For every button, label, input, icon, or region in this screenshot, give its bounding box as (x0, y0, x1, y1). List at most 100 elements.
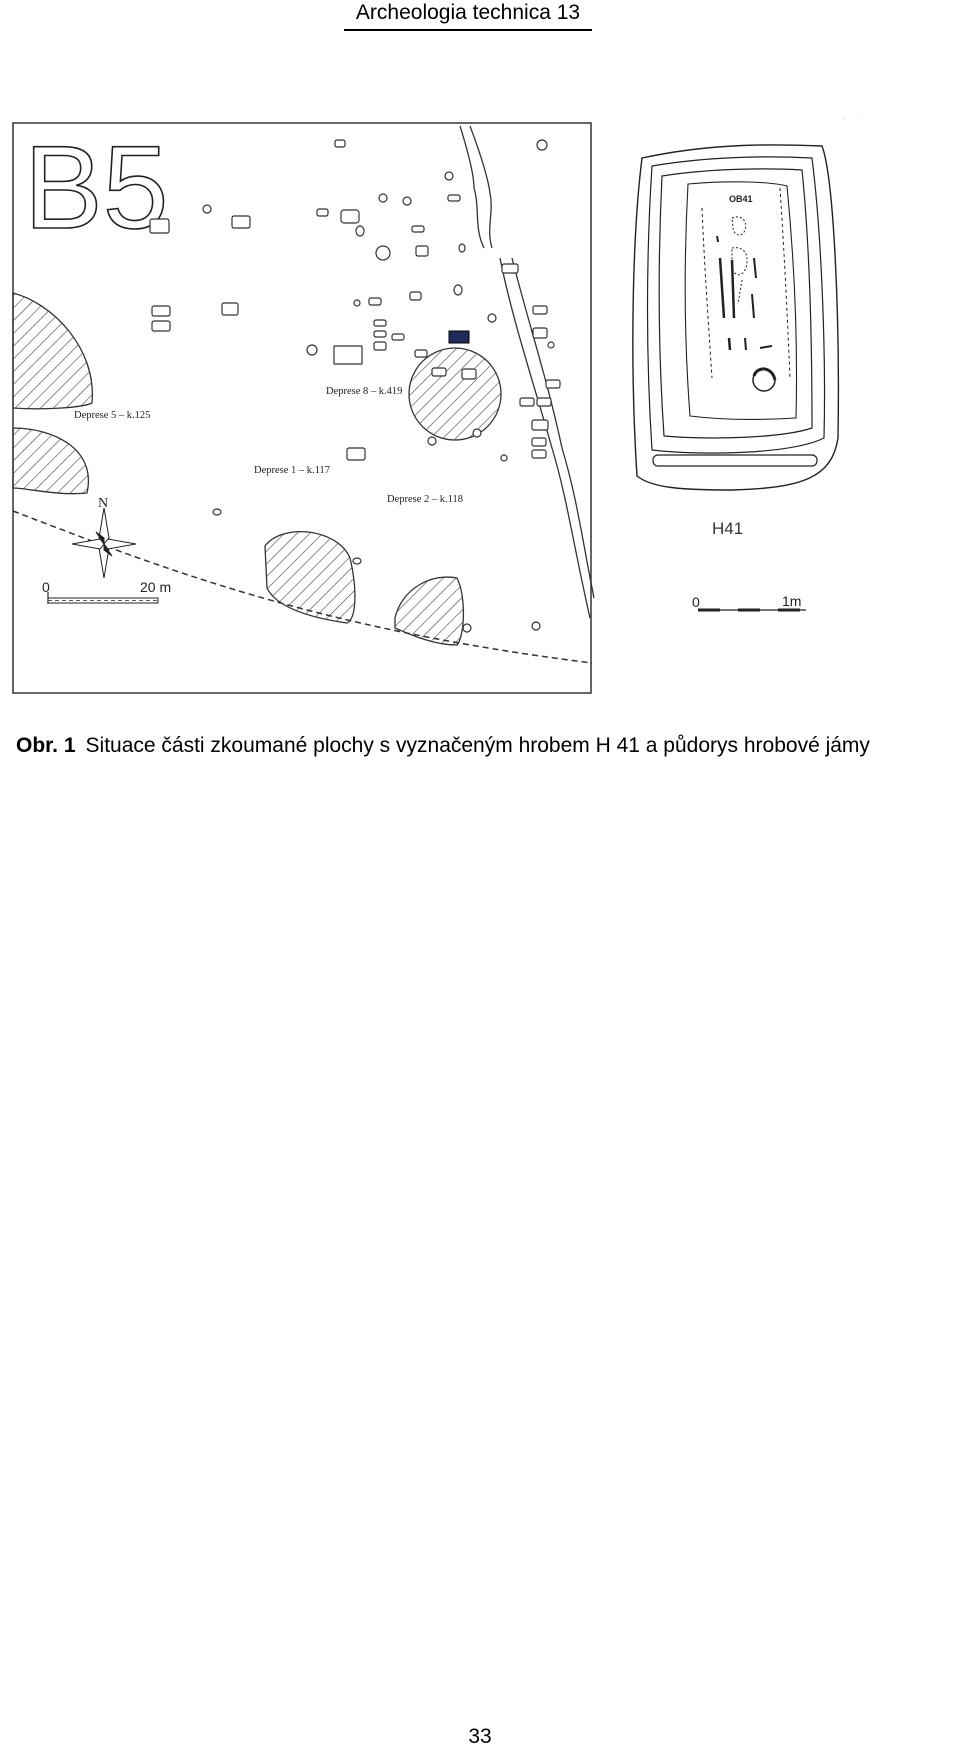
feature (532, 305, 548, 315)
feature (453, 284, 463, 296)
scale-right-end: 1m (782, 593, 801, 609)
feature (346, 447, 366, 461)
feature (355, 225, 365, 237)
feature (151, 305, 171, 317)
feature (458, 243, 466, 253)
feature (519, 397, 535, 407)
north-label: N (98, 496, 108, 511)
bone (753, 257, 757, 279)
feature (402, 196, 412, 206)
feature (391, 333, 405, 341)
grave-outline-2 (646, 156, 826, 454)
depression-5-north (12, 292, 93, 410)
stream-line (499, 257, 591, 619)
bone (730, 259, 736, 319)
feature (472, 428, 482, 438)
feature (373, 341, 387, 351)
arrow-shade (95, 531, 105, 546)
depression-label: Deprese 8 – k.419 (326, 386, 402, 397)
features (149, 139, 561, 633)
running-header: Archeologia technica 13 (0, 0, 960, 31)
feature (378, 193, 388, 203)
grave-inner-label: OB41 (729, 194, 753, 204)
feature (501, 263, 519, 274)
feature (487, 313, 497, 323)
depression-label: Deprese 1 – k.117 (254, 465, 330, 476)
feature (415, 245, 429, 257)
feature (500, 454, 508, 462)
feature (353, 299, 361, 307)
feature (461, 368, 477, 380)
caption-prefix: Obr. 1 (16, 734, 76, 757)
grave-sill (652, 454, 818, 467)
feature (547, 341, 555, 349)
depression-1 (264, 531, 356, 624)
feature (221, 302, 239, 316)
scale-bar-right: 0 1m (692, 593, 806, 612)
south-label: S (855, 118, 870, 119)
bone (716, 235, 719, 243)
page-number: 33 (468, 1725, 492, 1748)
feature (545, 379, 561, 389)
feature (340, 209, 360, 224)
grave-plan: S (632, 118, 870, 612)
grave-outline-inner (684, 181, 798, 420)
caption-text: Situace části zkoumané plochy s vyznačen… (85, 734, 870, 757)
depression-label: Deprese 2 – k.118 (387, 494, 463, 505)
stream-line (469, 125, 493, 249)
grave-h41-marker (448, 330, 470, 344)
bone (718, 257, 726, 319)
feature (531, 621, 541, 631)
skull (731, 216, 747, 236)
grave-outline-3 (658, 168, 813, 439)
depression-8 (408, 347, 502, 441)
figure-caption: Obr. 1 Situace části zkoumané plochy s vy… (16, 733, 870, 759)
feature (462, 623, 472, 633)
feature (414, 349, 428, 358)
feature (409, 291, 422, 301)
trace-line (701, 207, 713, 379)
scale-bar-left: 0 20 m (42, 579, 171, 604)
figure-svg: B5 (12, 118, 870, 694)
feature (149, 218, 170, 234)
stream-line (511, 257, 595, 599)
feature (373, 330, 387, 338)
site-map: B5 (12, 121, 595, 694)
vessel-rim (752, 367, 777, 381)
bone (751, 293, 755, 319)
excavation-figure: B5 (12, 118, 957, 718)
skeleton (701, 187, 791, 379)
feature (231, 215, 251, 229)
bone (759, 345, 773, 349)
journal-title: Archeologia technica 13 (343, 0, 593, 31)
feature (444, 171, 454, 181)
depression-5-south (12, 427, 90, 495)
north-arrow: N (71, 496, 137, 579)
scale-left-start: 0 (42, 579, 50, 595)
bone (737, 279, 743, 305)
depression-label: Deprese 5 – k.125 (74, 410, 150, 421)
feature (536, 397, 552, 407)
stream-line (459, 125, 485, 249)
feature (333, 345, 363, 365)
feature (202, 204, 212, 214)
site-label: B5 (24, 122, 168, 254)
feature (411, 225, 425, 233)
feature (536, 139, 548, 151)
feature (352, 557, 362, 565)
feature (431, 367, 447, 377)
trace-line (779, 187, 791, 379)
feature (531, 449, 547, 459)
feature (316, 208, 329, 217)
feature (447, 194, 461, 202)
grave-outline-outer (632, 144, 840, 491)
grave-label: H41 (712, 519, 743, 538)
feature (531, 437, 547, 447)
feature (212, 508, 222, 516)
depression-2 (394, 576, 465, 646)
bone (727, 337, 732, 351)
scale-right-start: 0 (692, 594, 700, 610)
pelvis (731, 247, 748, 276)
arrow-shade (103, 542, 113, 557)
feature (532, 327, 548, 339)
